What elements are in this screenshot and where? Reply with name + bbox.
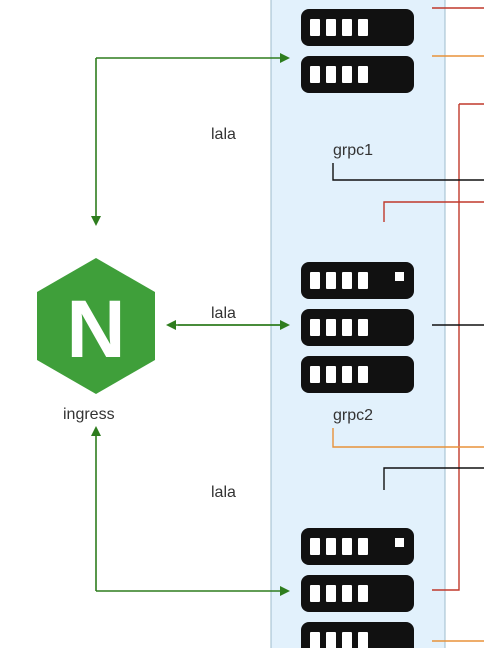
server-unit: [301, 575, 414, 612]
server-unit: [301, 9, 414, 46]
server-unit: [301, 622, 414, 648]
server-unit: [301, 356, 414, 393]
server-unit: [301, 262, 414, 299]
connector-orange-2: [332, 428, 484, 448]
connector-red-2: [432, 103, 484, 591]
node-label-grpc2: grpc2: [333, 407, 374, 424]
connector-lines: [332, 7, 484, 642]
connector-black-3: [383, 467, 484, 490]
edge-label-2: lala: [211, 305, 236, 322]
edge-label-3: lala: [211, 484, 236, 501]
server-unit: [301, 528, 414, 565]
node-label-ingress: ingress: [63, 406, 115, 423]
server-stack-icon: [301, 9, 414, 93]
server-unit: [301, 309, 414, 346]
server-unit: [301, 56, 414, 93]
server-stack-icon: [301, 262, 414, 393]
connector-red-3: [383, 201, 484, 222]
node-label-grpc1: grpc1: [333, 142, 374, 159]
server-stack-icon: [301, 528, 414, 648]
edge-label-1: lala: [211, 126, 236, 143]
nginx-letter: N: [66, 284, 125, 375]
ingress-arrows: [91, 53, 290, 596]
connector-black-1: [332, 163, 484, 181]
nginx-hexagon-icon: N: [37, 258, 155, 394]
